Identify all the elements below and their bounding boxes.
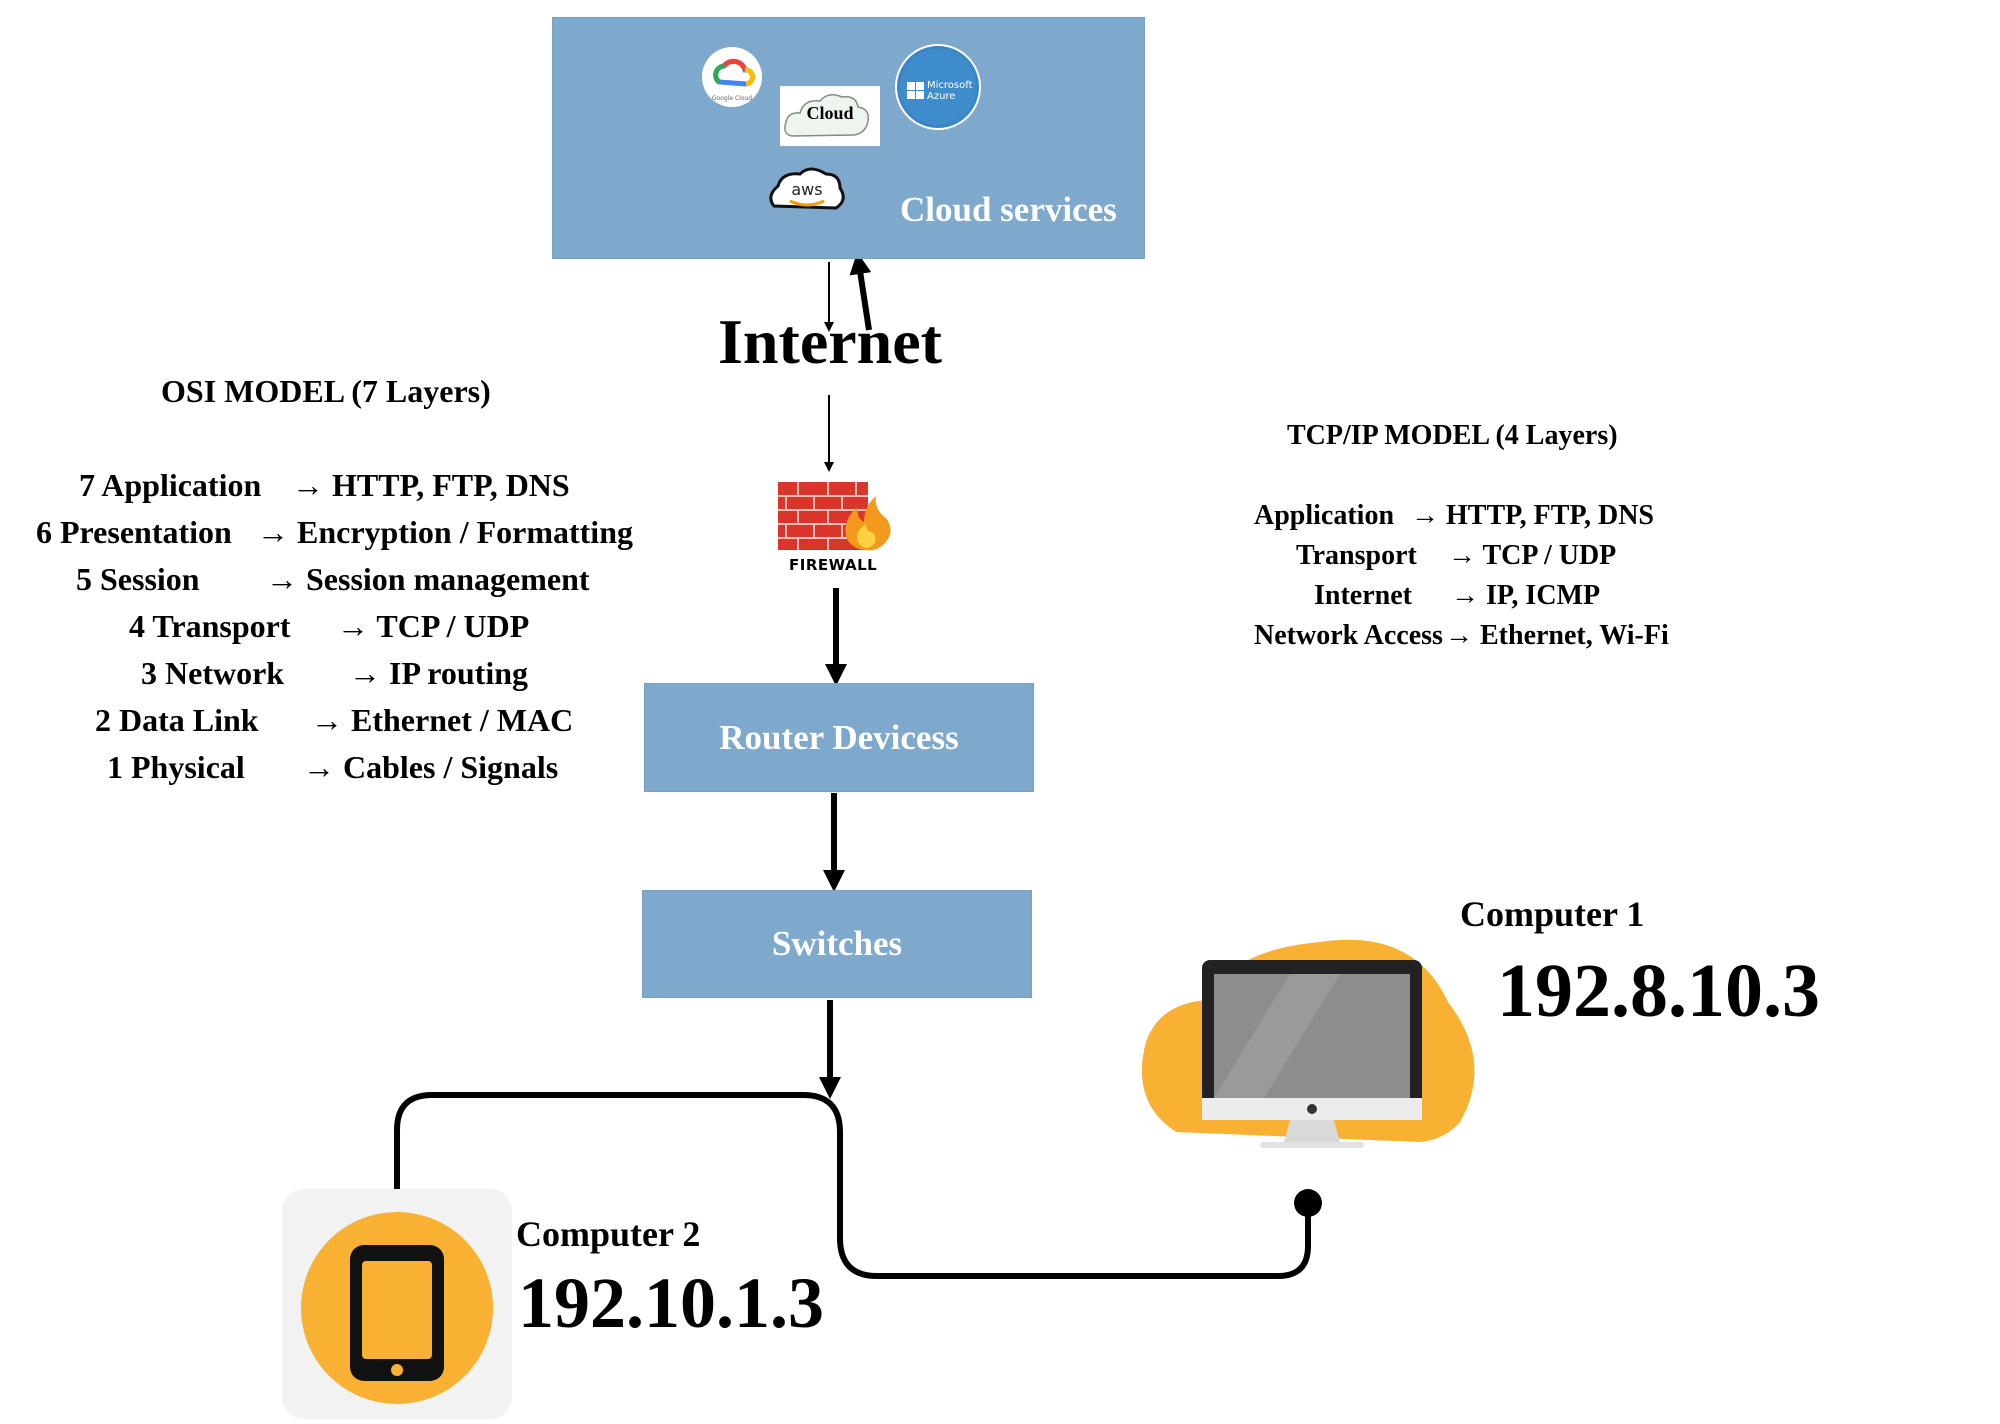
azure-logo: Microsoft Azure	[895, 44, 981, 130]
tcpip-layer-desc: → TCP / UDP	[1448, 540, 1617, 571]
tcpip-layer-desc: → IP, ICMP	[1451, 580, 1601, 611]
osi-layer-desc: → Cables / Signals	[303, 749, 559, 785]
google-cloud-logo: Google Cloud	[702, 47, 762, 107]
cloud-icon: Cloud	[780, 86, 880, 146]
desktop-computer-icon	[1141, 939, 1475, 1148]
osi-layer-desc: → TCP / UDP	[337, 608, 530, 644]
network-cable	[394, 1092, 1311, 1279]
osi-layer-desc: → Ethernet / MAC	[311, 702, 574, 738]
tcpip-layer-desc: → Ethernet, Wi-Fi	[1445, 620, 1669, 651]
tcpip-layer-label: Internet	[1314, 580, 1412, 611]
router-box: Router Devicess	[644, 683, 1034, 792]
tcpip-layer-desc: → HTTP, FTP, DNS	[1411, 500, 1654, 531]
osi-layer-label: 6 Presentation	[36, 514, 232, 550]
tcpip-layer-label: Network Access	[1254, 620, 1443, 651]
aws-logo: aws	[769, 167, 845, 210]
osi-layer-label: 4 Transport	[129, 608, 291, 644]
cloud-services-box: Google Cloud Cloud Microsoft Azure aws	[552, 17, 1145, 259]
computer2-title: Computer 2	[516, 1214, 701, 1254]
svg-text:Google Cloud: Google Cloud	[712, 95, 752, 102]
osi-layer-desc: → HTTP, FTP, DNS	[292, 467, 570, 503]
cloud-services-title: Cloud services	[900, 190, 1117, 229]
computer2-ip: 192.10.1.3	[518, 1263, 824, 1343]
tcpip-layer-label: Application	[1254, 500, 1395, 531]
osi-layer-desc: → IP routing	[349, 655, 528, 691]
internet-label: Internet	[718, 306, 942, 377]
computer1-title: Computer 1	[1460, 894, 1645, 934]
cable-end-dot	[1294, 1189, 1322, 1217]
osi-layer-label: 2 Data Link	[95, 702, 259, 738]
svg-text:Microsoft: Microsoft	[927, 80, 973, 91]
tcpip-model-title: TCP/IP MODEL (4 Layers)	[1287, 420, 1618, 451]
svg-text:Cloud: Cloud	[806, 103, 853, 123]
router-label: Router Devicess	[719, 717, 959, 757]
tcpip-layer-label: Transport	[1296, 540, 1417, 571]
phone-icon	[301, 1212, 493, 1404]
firewall-icon	[778, 482, 891, 551]
osi-layer-label: 3 Network	[141, 655, 285, 691]
svg-text:Azure: Azure	[927, 91, 955, 102]
phone-tile	[282, 1189, 512, 1419]
switches-label: Switches	[771, 924, 903, 963]
osi-layer-label: 5 Session	[76, 561, 200, 597]
osi-layer-desc: → Session management	[266, 561, 590, 597]
osi-model-title: OSI MODEL (7 Layers)	[161, 373, 491, 409]
computer1-ip: 192.8.10.3	[1497, 949, 1820, 1033]
osi-layer-desc: → Encryption / Formatting	[257, 514, 633, 550]
osi-layer-label: 1 Physical	[107, 749, 245, 785]
svg-text:aws: aws	[791, 180, 822, 199]
firewall-label: FIREWALL	[789, 556, 878, 574]
cloud-up-arrow	[849, 252, 872, 331]
osi-layer-label: 7 Application	[79, 467, 262, 503]
switches-box: Switches	[642, 890, 1032, 998]
